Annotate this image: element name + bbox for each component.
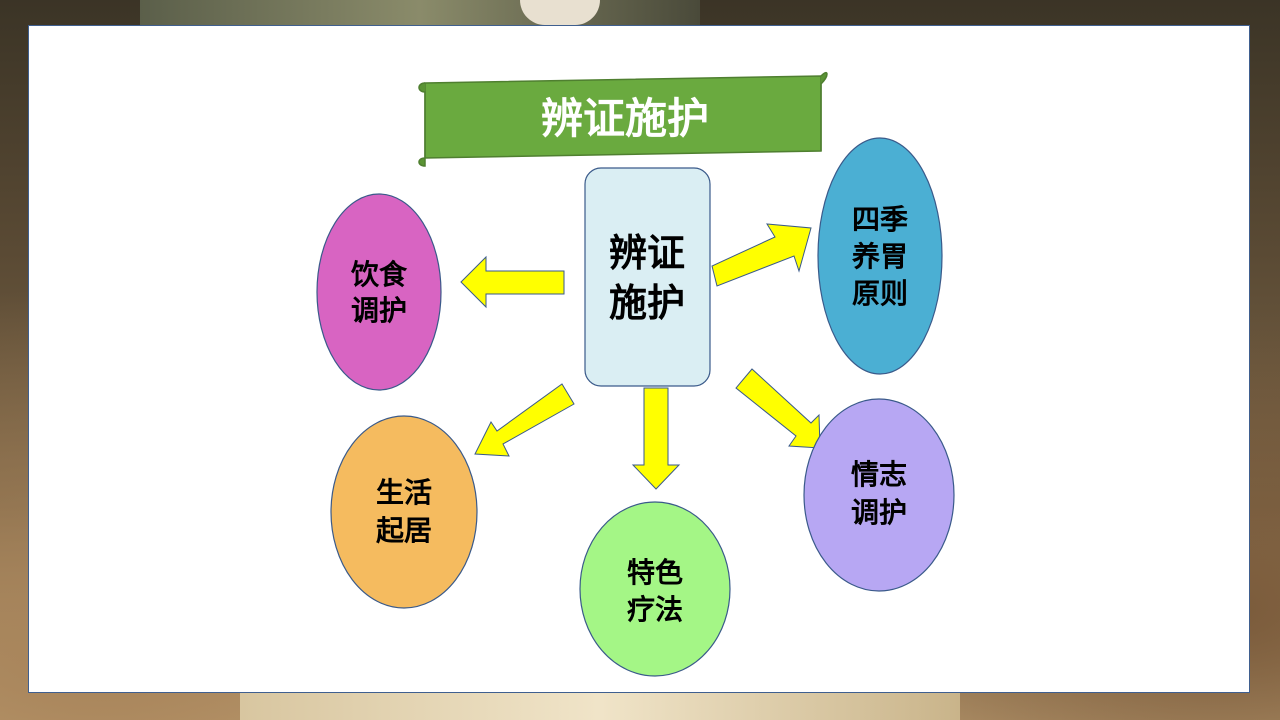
arrows bbox=[460, 223, 821, 490]
arrow-to-diet bbox=[460, 255, 565, 309]
node-diet-ellipse bbox=[316, 193, 442, 391]
node-living: 生活 起居 bbox=[330, 415, 478, 609]
page-title: 辨证施护 bbox=[541, 94, 709, 143]
title-banner: 辨证施护 bbox=[418, 72, 828, 167]
banner-left-curl bbox=[418, 82, 426, 167]
arrow-to-therapy bbox=[631, 387, 681, 490]
arrow-to-seasons bbox=[711, 223, 812, 287]
center-label-line2: 施护 bbox=[609, 281, 685, 325]
node-diet-line2: 调护 bbox=[351, 294, 407, 327]
node-diet-line1: 饮食 bbox=[350, 258, 408, 291]
diagram: 辨证施护 辨证 施护 饮食 调护 bbox=[316, 72, 955, 677]
node-emotion-line1: 情志 bbox=[851, 458, 907, 491]
center-box bbox=[584, 167, 711, 387]
node-living-line2: 起居 bbox=[376, 514, 432, 547]
center-node: 辨证 施护 bbox=[584, 167, 711, 387]
node-emotion-ellipse bbox=[803, 398, 955, 592]
node-living-ellipse bbox=[330, 415, 478, 609]
node-living-line1: 生活 bbox=[376, 476, 432, 509]
node-emotion: 情志 调护 bbox=[803, 398, 955, 592]
slide: 辨证施护 辨证 施护 饮食 调护 bbox=[28, 25, 1250, 693]
node-therapy-ellipse bbox=[579, 501, 731, 677]
node-therapy-line2: 疗法 bbox=[627, 593, 683, 626]
arrow-to-emotion bbox=[735, 368, 821, 449]
node-seasons-ellipse bbox=[817, 137, 943, 375]
node-seasons-line1: 四季 bbox=[852, 203, 908, 236]
background-window bbox=[140, 0, 700, 25]
node-seasons-line2: 养胃 bbox=[852, 240, 908, 273]
node-seasons: 四季 养胃 原则 bbox=[817, 137, 943, 375]
background-grain bbox=[240, 693, 960, 720]
node-therapy: 特色 疗法 bbox=[579, 501, 731, 677]
node-therapy-line1: 特色 bbox=[627, 556, 683, 589]
background-lamp bbox=[520, 0, 600, 25]
node-diet: 饮食 调护 bbox=[316, 193, 442, 391]
node-emotion-line2: 调护 bbox=[851, 496, 907, 529]
center-label-line1: 辨证 bbox=[609, 231, 685, 275]
node-seasons-line3: 原则 bbox=[852, 277, 908, 310]
arrow-to-living bbox=[474, 383, 575, 457]
banner-right-curl bbox=[820, 72, 828, 151]
